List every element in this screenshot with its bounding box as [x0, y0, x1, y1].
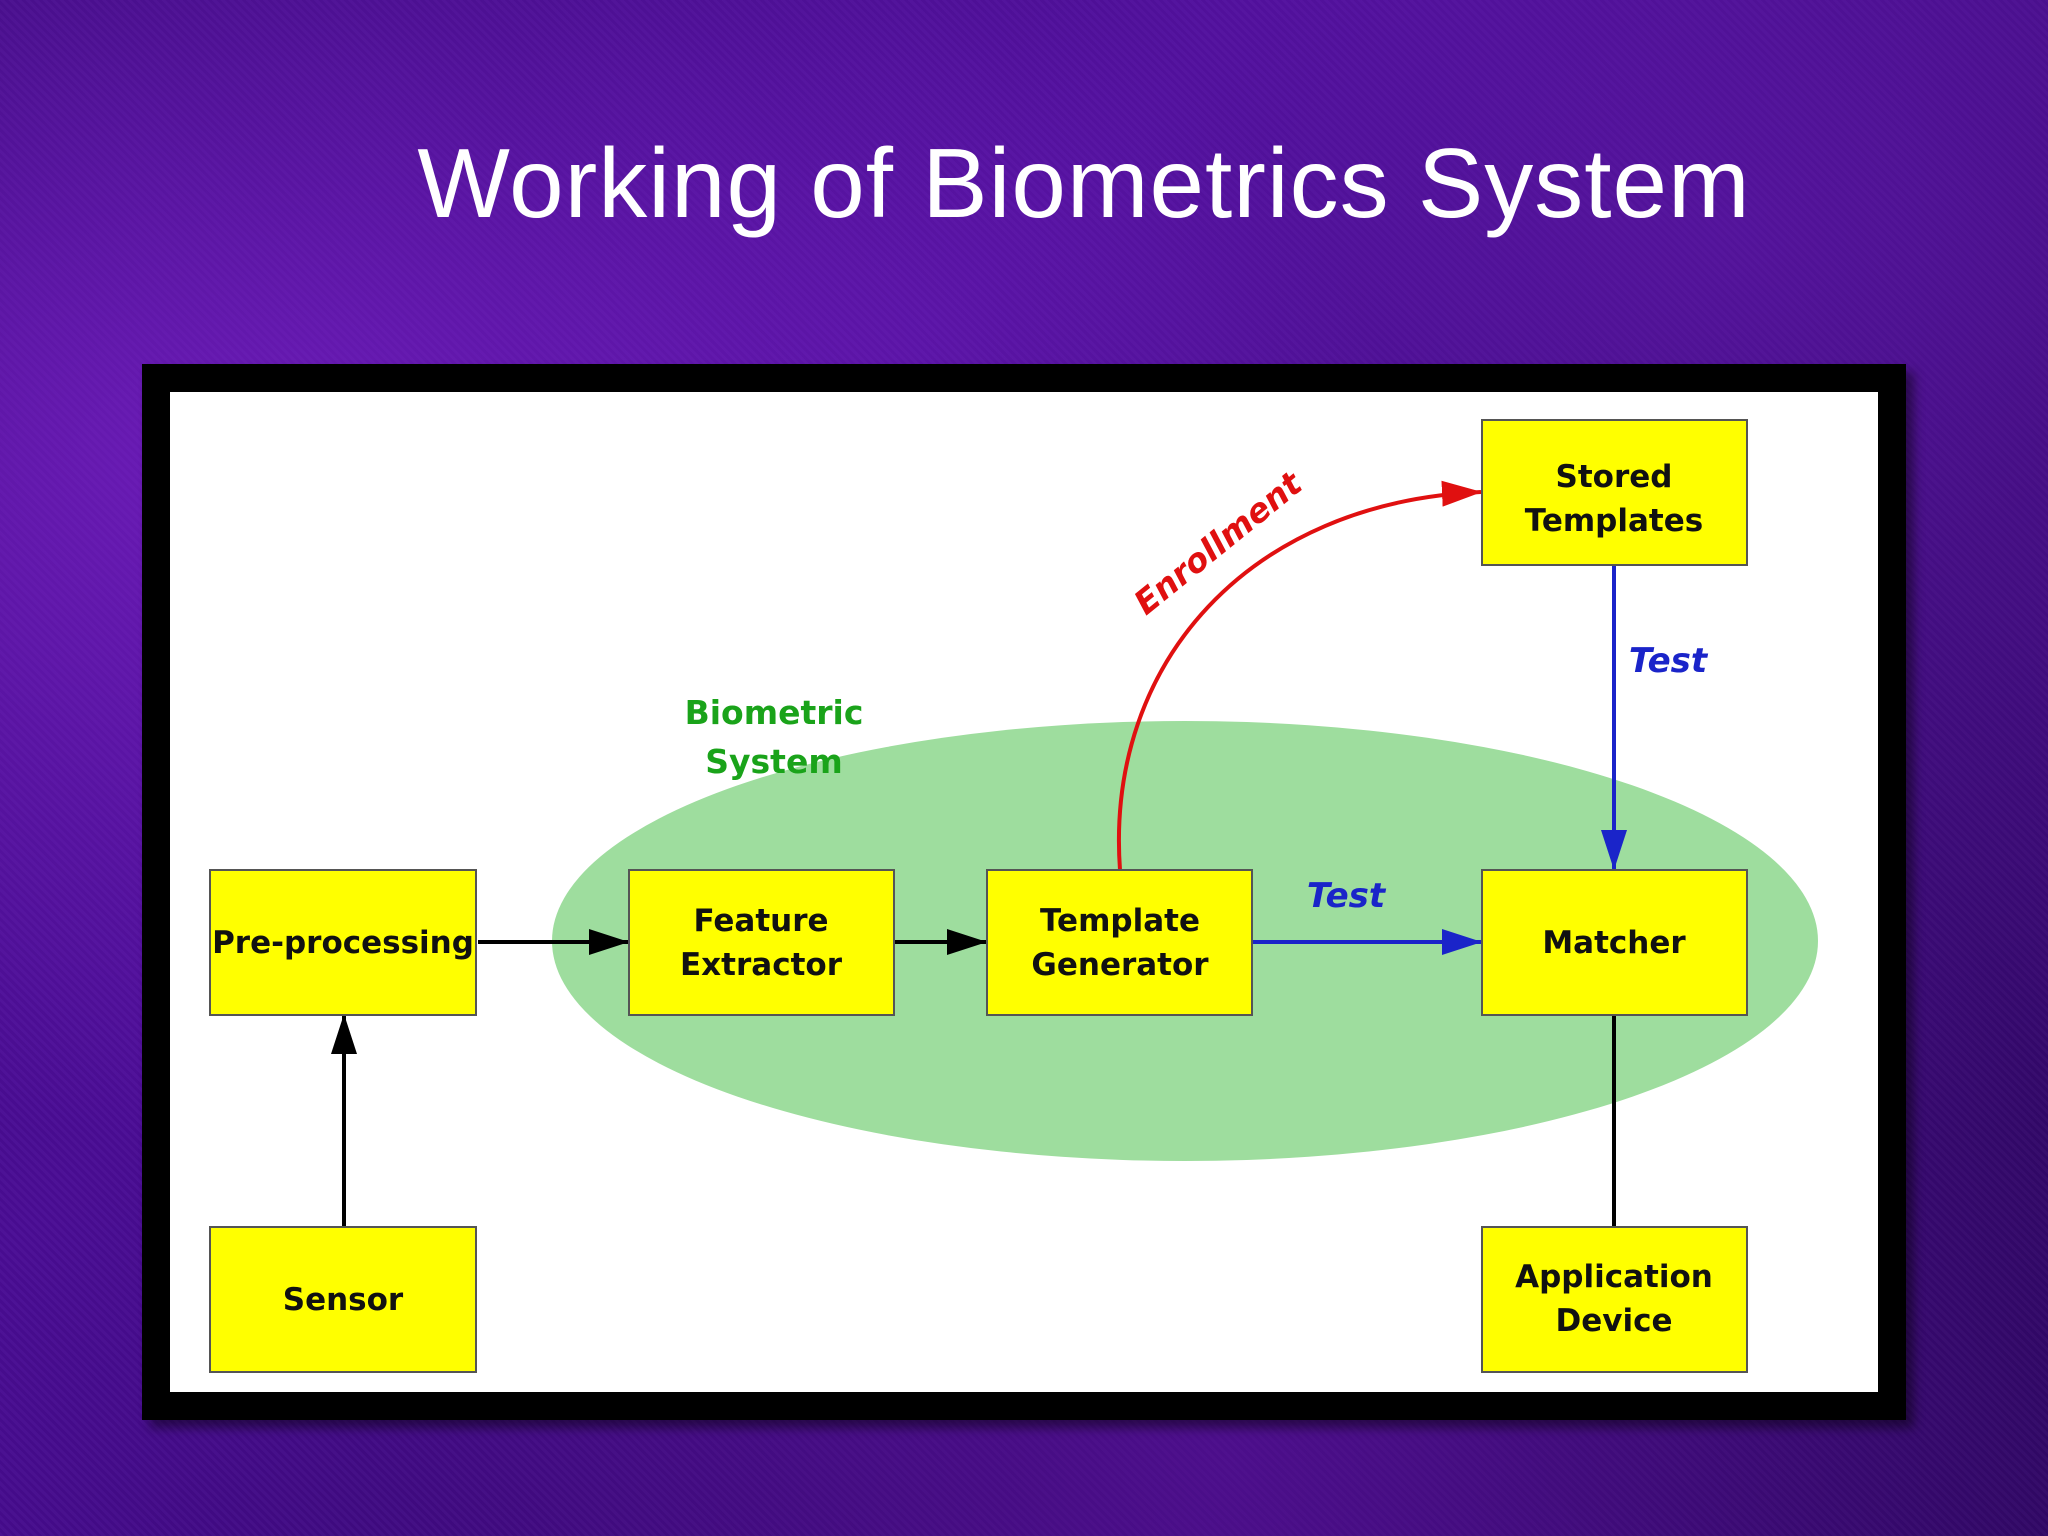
- node-sensor: Sensor: [209, 1226, 477, 1373]
- biometric-flow-diagram: Biometric System Enrollment Test Test: [209, 419, 1818, 1373]
- edge-enrollment: [1116, 480, 1482, 871]
- node-feature-extractor-label-line1: Feature: [693, 903, 828, 939]
- node-template-generator-label-line1: Template: [1040, 903, 1200, 939]
- diagram-canvas: Biometric System Enrollment Test Test: [170, 392, 1878, 1392]
- node-matcher-label: Matcher: [1542, 925, 1686, 961]
- node-stored-templates: Stored Templates: [1481, 419, 1748, 566]
- biometric-system-label-line1: Biometric: [685, 693, 864, 732]
- test-label-horizontal: Test: [1307, 876, 1387, 916]
- node-preprocessing-label: Pre-processing: [212, 925, 474, 961]
- node-stored-templates-label-line2: Templates: [1525, 503, 1703, 539]
- diagram-frame: Biometric System Enrollment Test Test: [142, 364, 1906, 1420]
- node-application-device: Application Device: [1481, 1226, 1748, 1373]
- node-application-device-label-line2: Device: [1556, 1303, 1673, 1339]
- node-application-device-label-line1: Application: [1515, 1259, 1713, 1295]
- node-sensor-label: Sensor: [283, 1282, 404, 1318]
- biometric-system-label-line2: System: [705, 742, 842, 781]
- node-preprocessing: Pre-processing: [209, 869, 477, 1016]
- node-feature-extractor: Feature Extractor: [628, 869, 895, 1016]
- node-stored-templates-label-line1: Stored: [1556, 459, 1673, 495]
- node-template-generator: Template Generator: [986, 869, 1253, 1016]
- test-label-vertical: Test: [1629, 641, 1709, 681]
- slide-title: Working of Biometrics System: [417, 128, 1751, 238]
- node-feature-extractor-label-line2: Extractor: [680, 947, 843, 983]
- node-template-generator-label-line2: Generator: [1031, 947, 1209, 983]
- node-matcher: Matcher: [1481, 869, 1748, 1016]
